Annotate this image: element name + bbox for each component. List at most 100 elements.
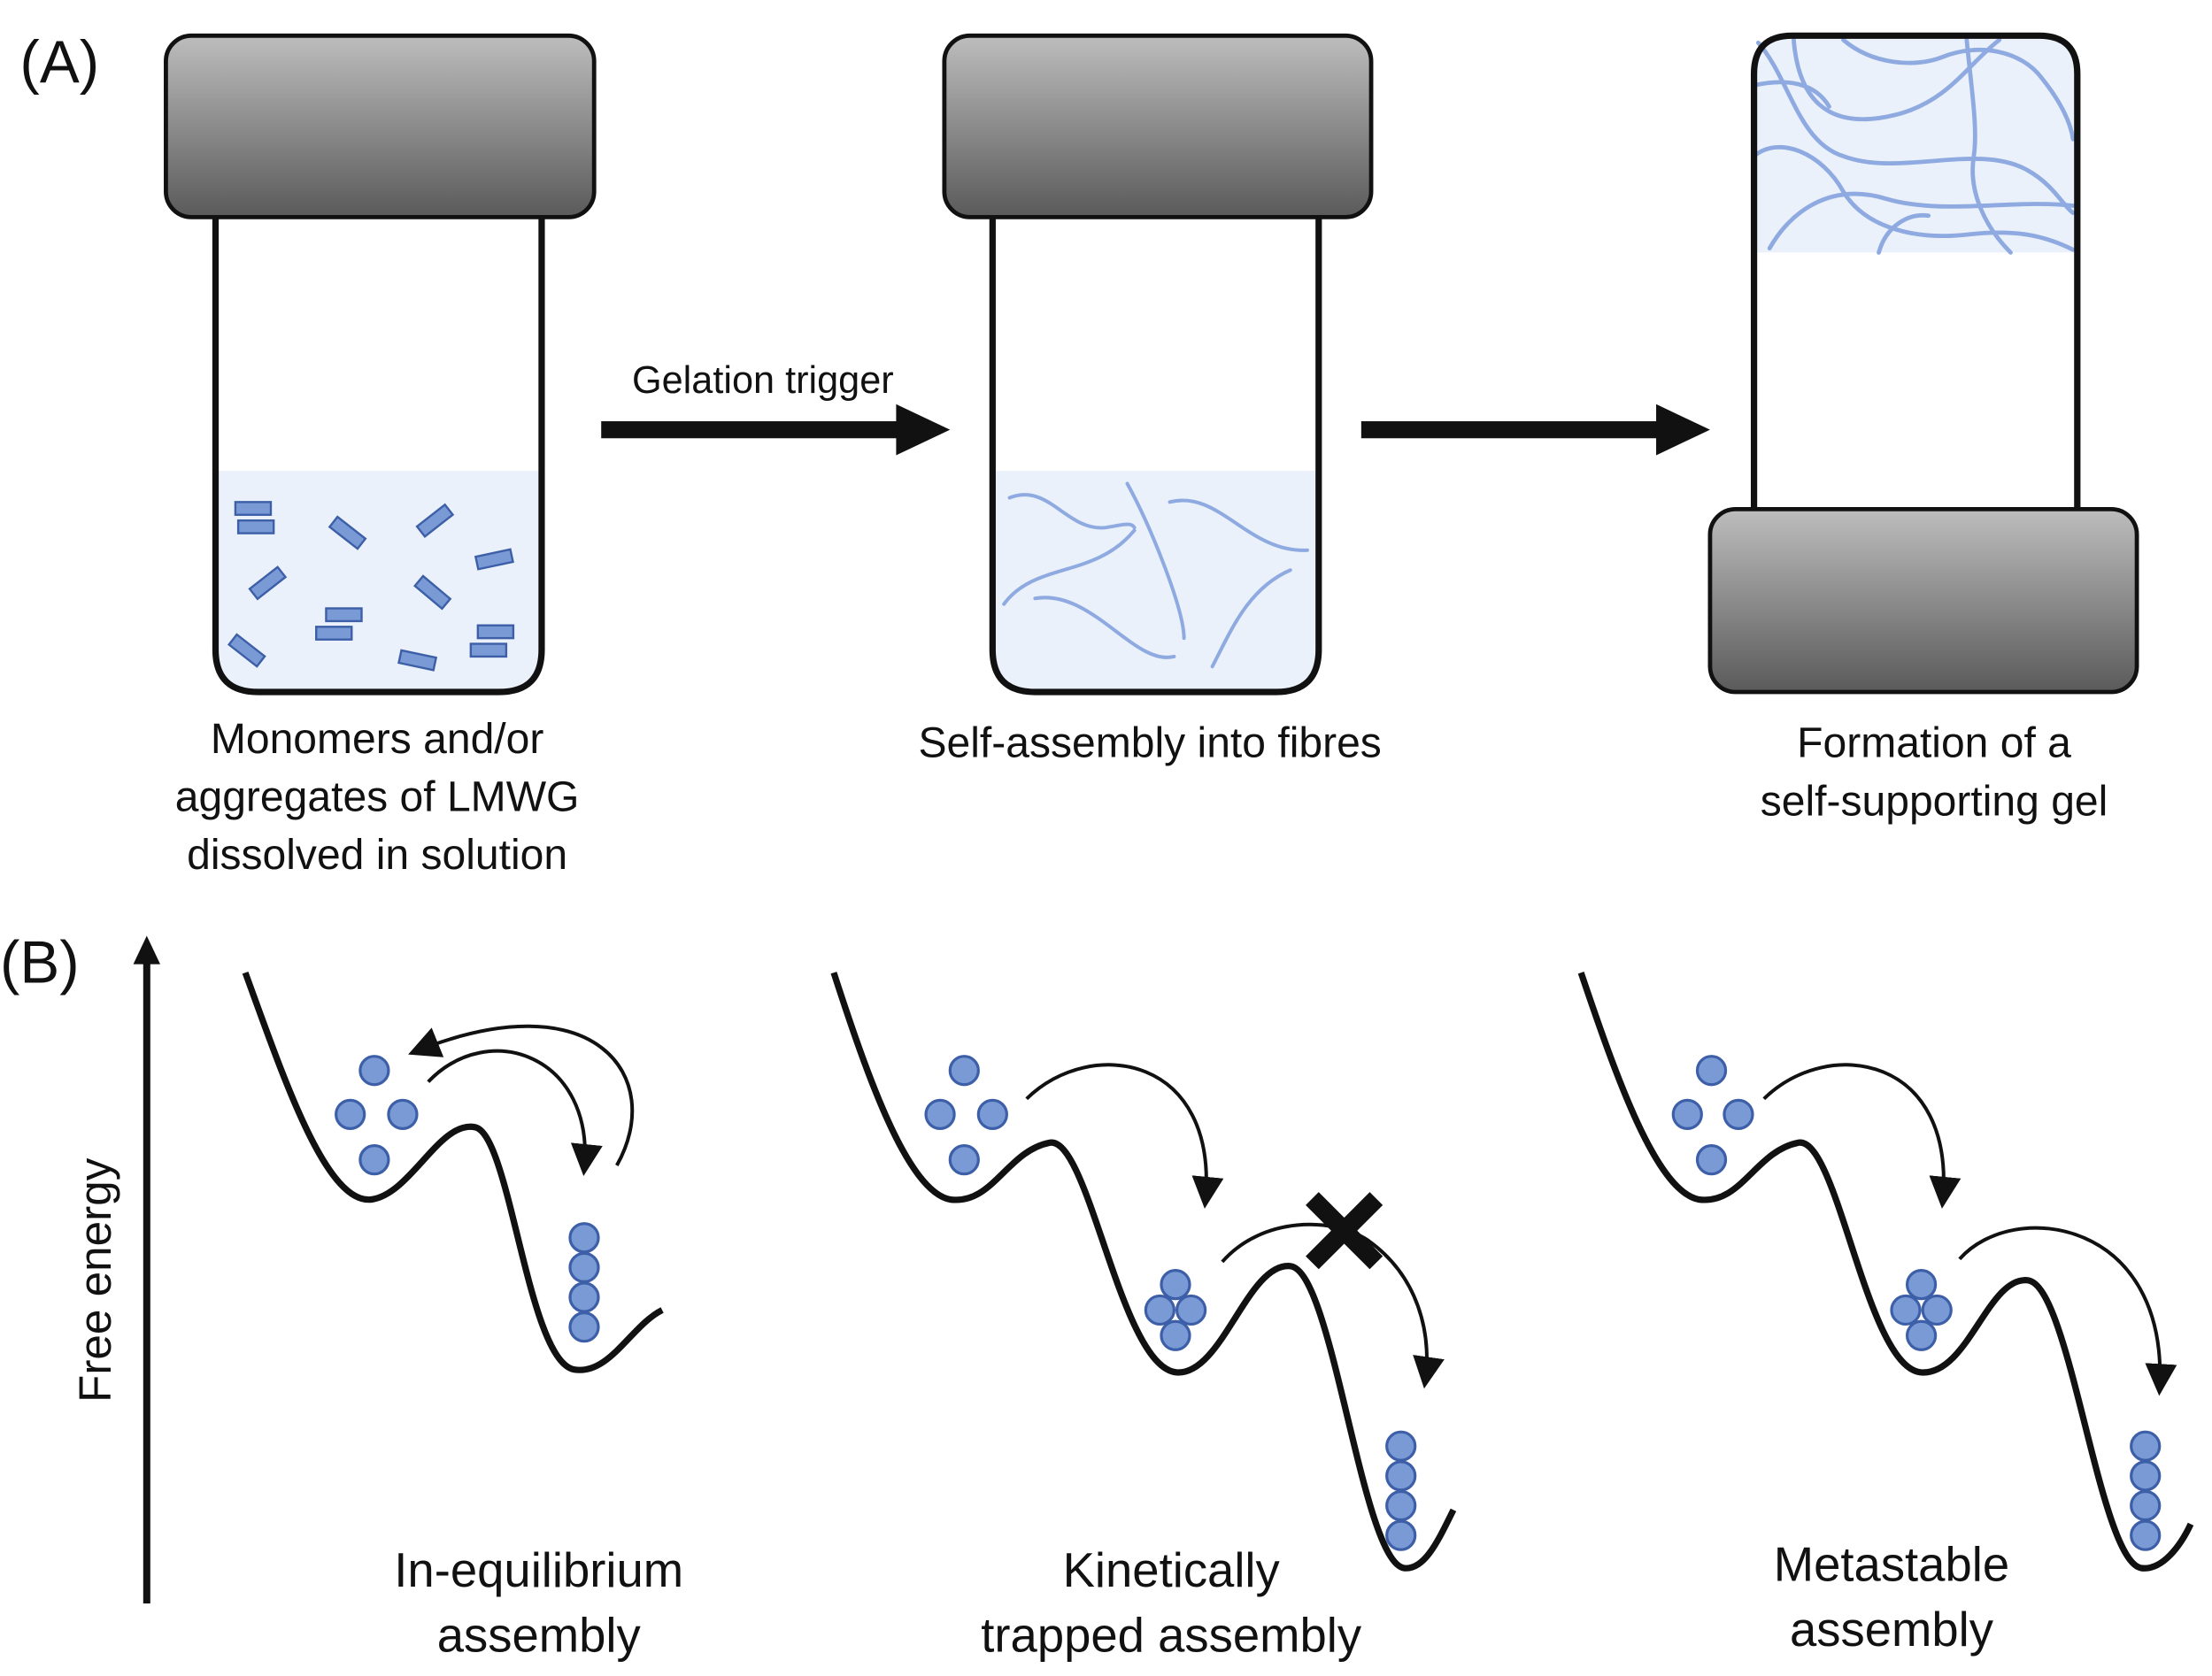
- particle: [1385, 1519, 1417, 1551]
- caption-line: Metastable: [1774, 1537, 2009, 1591]
- caption-line: aggregates of LMWG: [175, 774, 580, 821]
- monomer-rect: [315, 626, 353, 641]
- particle-cluster-column: [568, 1222, 600, 1343]
- particle: [1921, 1294, 1953, 1326]
- caption-line: Kinetically: [1063, 1543, 1281, 1597]
- panel-a-label: (A): [19, 29, 99, 96]
- vial1-caption: Monomers and/or aggregates of LMWG disso…: [175, 716, 580, 879]
- monomer-rect: [236, 519, 275, 534]
- particle: [568, 1281, 600, 1313]
- monomer-rect: [248, 565, 288, 601]
- monomer-rect: [476, 624, 515, 640]
- landscape2-caption: Kinetically trapped assembly: [981, 1543, 1362, 1663]
- landscape-kinetically-trapped: [830, 972, 1457, 1572]
- monomer-rect: [325, 607, 363, 623]
- particle: [948, 1144, 980, 1176]
- vial-body: [1750, 32, 2081, 514]
- monomer-rect: [397, 649, 438, 672]
- monomer-particles: [227, 501, 515, 672]
- particle: [335, 1098, 366, 1130]
- caption-line: assembly: [1790, 1603, 1994, 1657]
- particle: [1385, 1460, 1417, 1492]
- caption-line: trapped assembly: [981, 1609, 1362, 1663]
- caption-line: assembly: [437, 1609, 642, 1663]
- particle: [1160, 1268, 1191, 1301]
- particle: [2130, 1489, 2162, 1522]
- particle: [1695, 1144, 1728, 1176]
- monomer-rect: [474, 548, 514, 571]
- monomer-rect: [415, 503, 455, 539]
- particle: [948, 1055, 980, 1087]
- caption-line: Self-assembly into fibres: [918, 720, 1381, 767]
- particle: [1905, 1319, 1938, 1351]
- particle-cluster-compact: [1890, 1268, 1953, 1351]
- solution-liquid: [992, 471, 1319, 693]
- caption-line: Monomers and/or: [211, 716, 544, 763]
- vial-fibres: [942, 33, 1374, 696]
- reverse-transition-arrow: [408, 1024, 635, 1167]
- vial-gel-inverted: [1707, 32, 2139, 695]
- blocked-transition-arrow: [1221, 1222, 1445, 1389]
- gel-fibres: [1752, 37, 2076, 255]
- landscape-in-equilibrium: [242, 971, 664, 1373]
- particle: [358, 1144, 390, 1176]
- particle: [568, 1222, 600, 1254]
- gelation-trigger-label: Gelation trigger: [632, 359, 894, 402]
- landscape-metastable: [1577, 972, 2194, 1572]
- vial-monomers: [164, 33, 597, 696]
- particle: [1144, 1294, 1175, 1326]
- particle-cluster-column: [1385, 1430, 1417, 1551]
- particle-cluster-cross: [335, 1055, 419, 1176]
- particle: [387, 1098, 419, 1130]
- short-fibres: [1002, 481, 1309, 669]
- vial-cap: [942, 33, 1374, 219]
- particle: [568, 1311, 600, 1343]
- vial-body: [212, 210, 545, 696]
- caption-line: dissolved in solution: [187, 832, 567, 879]
- monomer-rect: [234, 501, 273, 516]
- caption-line: In-equilibrium: [394, 1543, 683, 1597]
- up-arrow-icon: [133, 935, 161, 1604]
- particle: [1175, 1294, 1207, 1326]
- transition-arrow: [1762, 1063, 1962, 1209]
- particle: [1905, 1268, 1938, 1301]
- blocked-x-icon: [1306, 1192, 1383, 1270]
- y-axis-label: Free energy: [70, 1157, 120, 1403]
- monomer-rect: [328, 515, 367, 550]
- particle: [1671, 1098, 1703, 1130]
- monomer-rect: [227, 633, 266, 668]
- particle: [1385, 1489, 1417, 1522]
- particle-cluster-compact: [1144, 1268, 1207, 1351]
- vial2-caption: Self-assembly into fibres: [918, 720, 1381, 767]
- forward-transition-arrow: [427, 1049, 603, 1177]
- right-arrow-icon: [601, 404, 951, 456]
- vial-cap: [164, 33, 597, 219]
- particle: [1695, 1055, 1728, 1087]
- transition-arrow: [1958, 1226, 2177, 1396]
- monomer-rect: [413, 574, 452, 611]
- monomer-rect: [469, 642, 508, 658]
- particle: [2130, 1460, 2162, 1492]
- vial3-caption: Formation of a self-supporting gel: [1761, 720, 2108, 826]
- particle: [1385, 1430, 1417, 1462]
- energy-curve: [830, 972, 1457, 1572]
- energy-curve: [242, 971, 664, 1373]
- particle: [1723, 1098, 1754, 1130]
- energy-curve: [1577, 972, 2194, 1572]
- particle: [924, 1098, 956, 1130]
- gel-network: [1753, 35, 2077, 253]
- particle: [1160, 1319, 1191, 1351]
- vial-cap: [1707, 506, 2139, 695]
- caption-line: self-supporting gel: [1761, 778, 2108, 825]
- particle: [976, 1098, 1008, 1130]
- panel-b-label: (B): [0, 929, 80, 996]
- solution-liquid: [215, 471, 542, 693]
- landscape3-caption: Metastable assembly: [1774, 1537, 2009, 1657]
- particle-cluster-column: [2130, 1430, 2162, 1551]
- particle: [2130, 1430, 2162, 1462]
- particle: [358, 1055, 390, 1087]
- landscape1-caption: In-equilibrium assembly: [394, 1543, 683, 1663]
- transition-arrow: [1025, 1063, 1224, 1209]
- particle: [568, 1251, 600, 1284]
